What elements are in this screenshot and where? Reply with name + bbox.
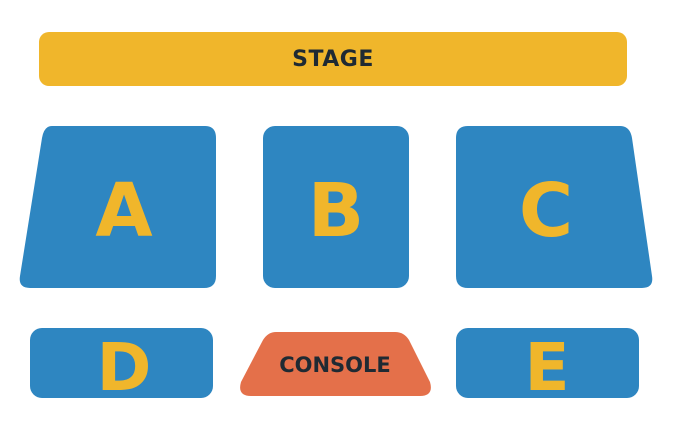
section-d-label: D bbox=[97, 329, 152, 406]
section-a[interactable]: A bbox=[19, 126, 216, 288]
section-b-label: B bbox=[308, 168, 364, 254]
section-e[interactable]: E bbox=[456, 328, 639, 406]
stage[interactable]: STAGE bbox=[39, 32, 627, 86]
console-label: CONSOLE bbox=[279, 353, 391, 377]
section-c[interactable]: C bbox=[456, 126, 653, 288]
section-b[interactable]: B bbox=[263, 126, 409, 288]
stage-label: STAGE bbox=[292, 46, 374, 72]
section-d[interactable]: D bbox=[30, 328, 213, 406]
section-c-label: C bbox=[519, 168, 573, 254]
section-a-label: A bbox=[95, 168, 152, 254]
section-e-label: E bbox=[524, 329, 569, 406]
console[interactable]: CONSOLE bbox=[240, 332, 431, 396]
